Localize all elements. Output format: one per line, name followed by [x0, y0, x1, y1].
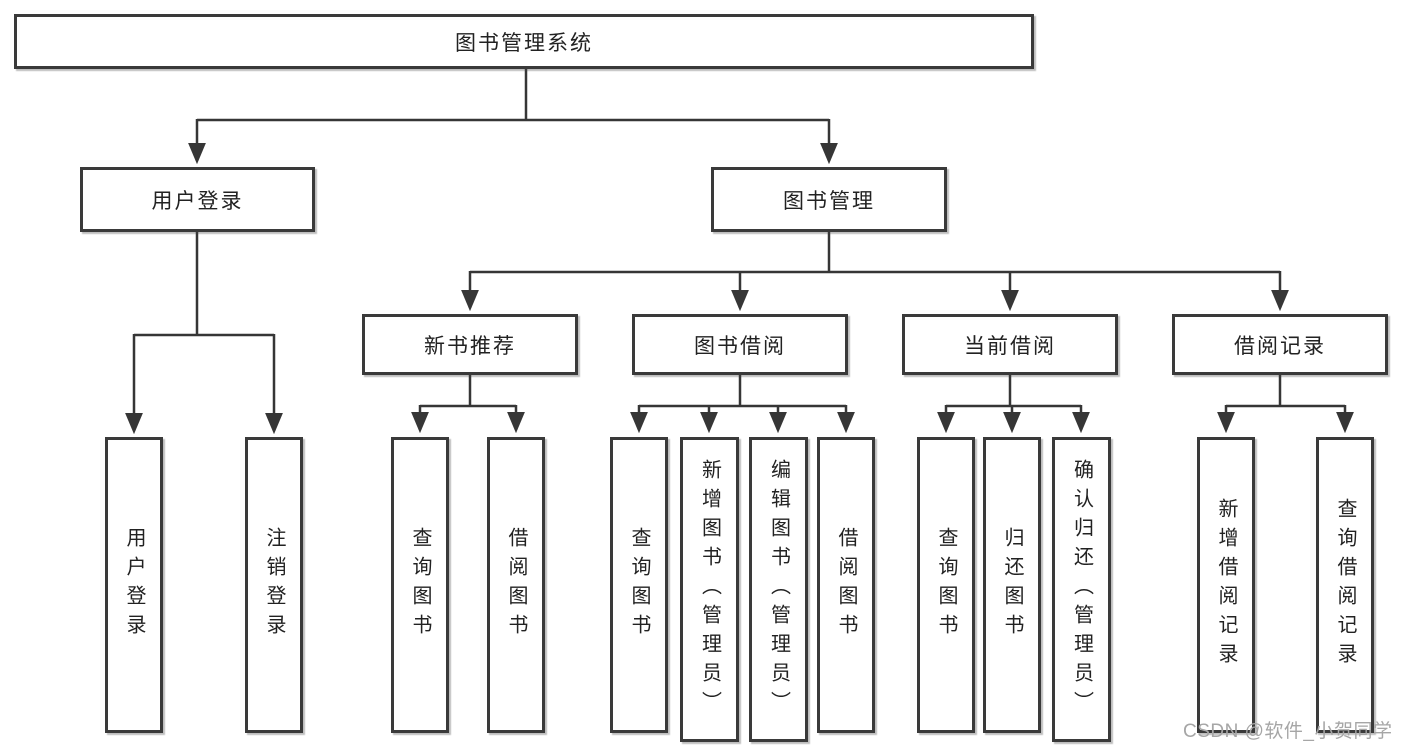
leaf-user-login-label: 用户登录: [123, 527, 145, 643]
leaf-edit-book-admin: 编辑图书（管理员）: [749, 437, 808, 742]
leaf-logout: 注销登录: [245, 437, 303, 733]
connector-root-to-level2: [188, 69, 838, 165]
leaf-borrow-books-new: 借阅图书: [487, 437, 545, 733]
leaf-query-books-new-label: 查询图书: [409, 527, 431, 643]
node-book-mgmt-label: 图书管理: [783, 189, 875, 213]
leaf-add-book-admin-label: 新增图书（管理员）: [698, 459, 721, 720]
node-user-login: 用户登录: [80, 167, 315, 232]
leaf-query-books-new: 查询图书: [391, 437, 449, 733]
leaf-logout-label: 注销登录: [263, 527, 285, 643]
node-current-borrow: 当前借阅: [902, 314, 1118, 375]
connector-book-borrow-branch: [630, 375, 855, 434]
connector-current-borrow-branch: [937, 375, 1090, 434]
leaf-query-books-borrow-label: 查询图书: [628, 527, 650, 643]
connector-borrow-records-branch: [1217, 375, 1354, 434]
leaf-query-books-current-label: 查询图书: [935, 527, 957, 643]
node-current-borrow-label: 当前借阅: [964, 334, 1056, 358]
node-user-login-label: 用户登录: [151, 189, 244, 213]
leaf-confirm-return-admin: 确认归还（管理员）: [1052, 437, 1111, 742]
leaf-borrow-books: 借阅图书: [817, 437, 875, 733]
node-book-borrow: 图书借阅: [632, 314, 848, 375]
node-book-mgmt: 图书管理: [711, 167, 947, 232]
leaf-confirm-return-admin-label: 确认归还（管理员）: [1070, 459, 1093, 720]
leaf-add-borrow-record-label: 新增借阅记录: [1215, 498, 1237, 672]
leaf-borrow-books-new-label: 借阅图书: [505, 527, 527, 643]
csdn-watermark: CSDN @软件_小贺同学: [1183, 721, 1393, 742]
leaf-add-borrow-record: 新增借阅记录: [1197, 437, 1255, 733]
connector-new-books-branch: [411, 375, 525, 434]
leaf-edit-book-admin-label: 编辑图书（管理员）: [767, 459, 790, 720]
node-borrow-records-label: 借阅记录: [1234, 334, 1326, 358]
node-new-books-label: 新书推荐: [424, 334, 516, 358]
leaf-query-borrow-record: 查询借阅记录: [1316, 437, 1374, 733]
node-book-borrow-label: 图书借阅: [694, 334, 786, 358]
connector-book-mgmt-branch: [461, 232, 1289, 312]
leaf-borrow-books-label: 借阅图书: [835, 527, 857, 643]
leaf-query-books-borrow: 查询图书: [610, 437, 668, 733]
node-root-label: 图书管理系统: [455, 31, 593, 55]
leaf-return-book: 归还图书: [983, 437, 1041, 733]
leaf-query-books-current: 查询图书: [917, 437, 975, 733]
leaf-query-borrow-record-label: 查询借阅记录: [1334, 498, 1356, 672]
leaf-add-book-admin: 新增图书（管理员）: [680, 437, 739, 742]
node-root: 图书管理系统: [14, 14, 1034, 69]
node-borrow-records: 借阅记录: [1172, 314, 1388, 375]
node-new-books: 新书推荐: [362, 314, 578, 375]
leaf-user-login: 用户登录: [105, 437, 163, 733]
leaf-return-book-label: 归还图书: [1001, 527, 1023, 643]
connector-user-login-branch: [125, 232, 283, 435]
